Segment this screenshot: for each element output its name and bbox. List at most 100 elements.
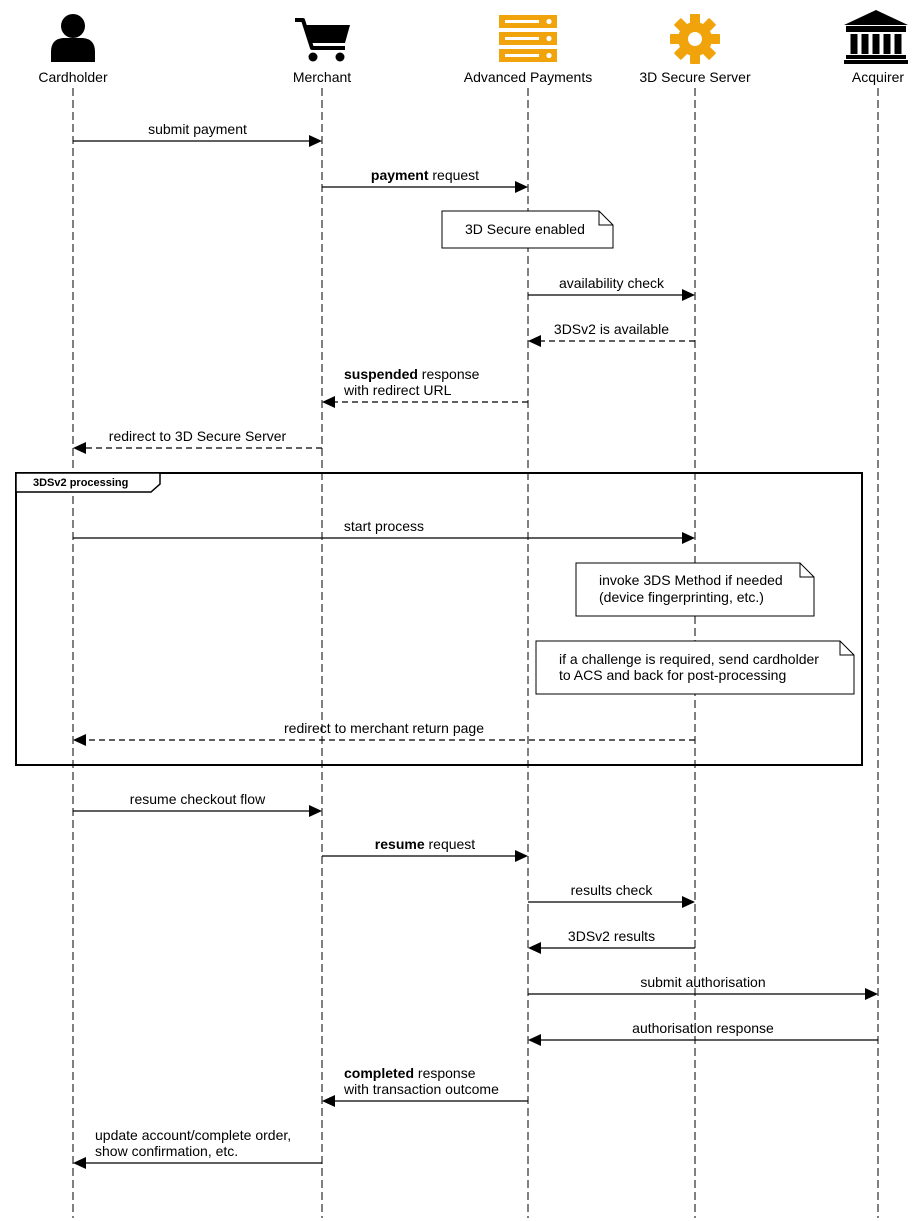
participant-label: Cardholder [38, 69, 108, 85]
arrowhead [309, 135, 322, 147]
arrowhead [682, 896, 695, 908]
arrowhead [309, 805, 322, 817]
message-label: payment request [371, 167, 479, 183]
frame-border [15, 472, 863, 766]
message-label: completed response [344, 1065, 476, 1081]
participant-labels: Cardholder Merchant Advanced Payments 3D Se… [38, 69, 904, 85]
message-label-text: submit payment [148, 121, 247, 137]
message-label: authorisation response [632, 1020, 774, 1036]
user-icon [51, 14, 95, 62]
note: 3D Secure enabled [441, 210, 614, 249]
note-fold [799, 563, 814, 578]
arrowhead [528, 335, 541, 347]
message-label-text: redirect to 3D Secure Server [109, 428, 287, 444]
arrowhead [73, 734, 86, 746]
note: if a challenge is required, send cardhol… [535, 640, 855, 695]
message-label-bold: suspended [344, 366, 418, 382]
note-text: if a challenge is required, send cardhol… [559, 651, 819, 667]
arrowhead [682, 289, 695, 301]
note-text: to ACS and back for post-processing [559, 667, 786, 683]
participant-icons [51, 10, 908, 64]
message-label-text: results check [571, 882, 654, 898]
message-label-text: response [414, 1065, 476, 1081]
message-label: submit authorisation [640, 974, 765, 990]
message: 3DSv2 is available [528, 321, 695, 347]
frame-label: 3DSv2 processing [33, 477, 128, 489]
bank-icon [844, 10, 908, 64]
message-label: suspended response [344, 366, 480, 382]
message-label: availability check [559, 275, 665, 291]
message: resume checkout flow [73, 791, 322, 817]
note-box [535, 640, 855, 695]
message-label-line2: show confirmation, etc. [95, 1143, 238, 1159]
message-label: submit payment [148, 121, 247, 137]
message: redirect to 3D Secure Server [73, 428, 322, 454]
message: results check [528, 882, 695, 908]
participant-label: 3D Secure Server [639, 69, 751, 85]
message-label-text: authorisation response [632, 1020, 774, 1036]
message-label-text: 3DSv2 is available [554, 321, 669, 337]
message: resume request [322, 836, 528, 862]
message-label: 3DSv2 results [568, 928, 655, 944]
note: invoke 3DS Method if needed(device finge… [575, 562, 815, 617]
frame-3dsv2-processing: 3DSv2 processing [15, 472, 863, 766]
message-label-text: availability check [559, 275, 665, 291]
message: availability check [528, 275, 695, 301]
arrowhead [528, 1034, 541, 1046]
arrowhead [515, 850, 528, 862]
message-label: update account/complete order, [95, 1127, 291, 1143]
message-label-bold: resume [375, 836, 425, 852]
server-icon [499, 15, 557, 62]
message-label: resume checkout flow [130, 791, 266, 807]
message-label-text: update account/complete order, [95, 1127, 291, 1143]
arrowhead [73, 442, 86, 454]
note-fold [598, 211, 613, 226]
message-label-line2: with redirect URL [343, 382, 452, 398]
message: 3DSv2 results [528, 928, 695, 954]
message-label-text: submit authorisation [640, 974, 765, 990]
arrowhead [682, 532, 695, 544]
frame-tab [15, 472, 161, 493]
message-label-text: response [418, 366, 480, 382]
note-text: 3D Secure enabled [465, 221, 585, 237]
message-label-text: request [425, 836, 476, 852]
message: start process [73, 518, 695, 544]
message: authorisation response [528, 1020, 878, 1046]
participant-label: Advanced Payments [464, 69, 592, 85]
message: update account/complete order, show conf… [73, 1127, 322, 1169]
message: payment request [322, 167, 528, 193]
arrowhead [73, 1157, 86, 1169]
arrowhead [515, 181, 528, 193]
gear-icon [670, 14, 720, 64]
note-box [575, 562, 815, 617]
message-label-text: request [428, 167, 479, 183]
message-label: resume request [375, 836, 476, 852]
message-label-bold: completed [344, 1065, 414, 1081]
note-fold [839, 641, 854, 656]
message-label: redirect to merchant return page [284, 720, 484, 736]
message: submit authorisation [528, 974, 878, 1000]
message-label: redirect to 3D Secure Server [109, 428, 287, 444]
note-text: invoke 3DS Method if needed [599, 572, 783, 588]
shopping-cart-icon [295, 18, 350, 62]
message-label-text: 3DSv2 results [568, 928, 655, 944]
message-label-line2: with transaction outcome [343, 1081, 499, 1097]
arrowhead [528, 942, 541, 954]
message: submit payment [73, 121, 322, 147]
participant-label: Merchant [293, 69, 351, 85]
message-label: 3DSv2 is available [554, 321, 669, 337]
arrowhead [322, 396, 335, 408]
message-label-text: resume checkout flow [130, 791, 266, 807]
arrowhead [865, 988, 878, 1000]
arrowhead [322, 1095, 335, 1107]
message-label-bold: payment [371, 167, 429, 183]
message-label: results check [571, 882, 654, 898]
message: redirect to merchant return page [73, 720, 695, 746]
message-label: start process [344, 518, 424, 534]
notes: 3D Secure enabled invoke 3DS Method if ne… [441, 210, 855, 695]
messages: submit payment payment request availabilit… [73, 121, 878, 1169]
note-text: (device fingerprinting, etc.) [599, 589, 764, 605]
